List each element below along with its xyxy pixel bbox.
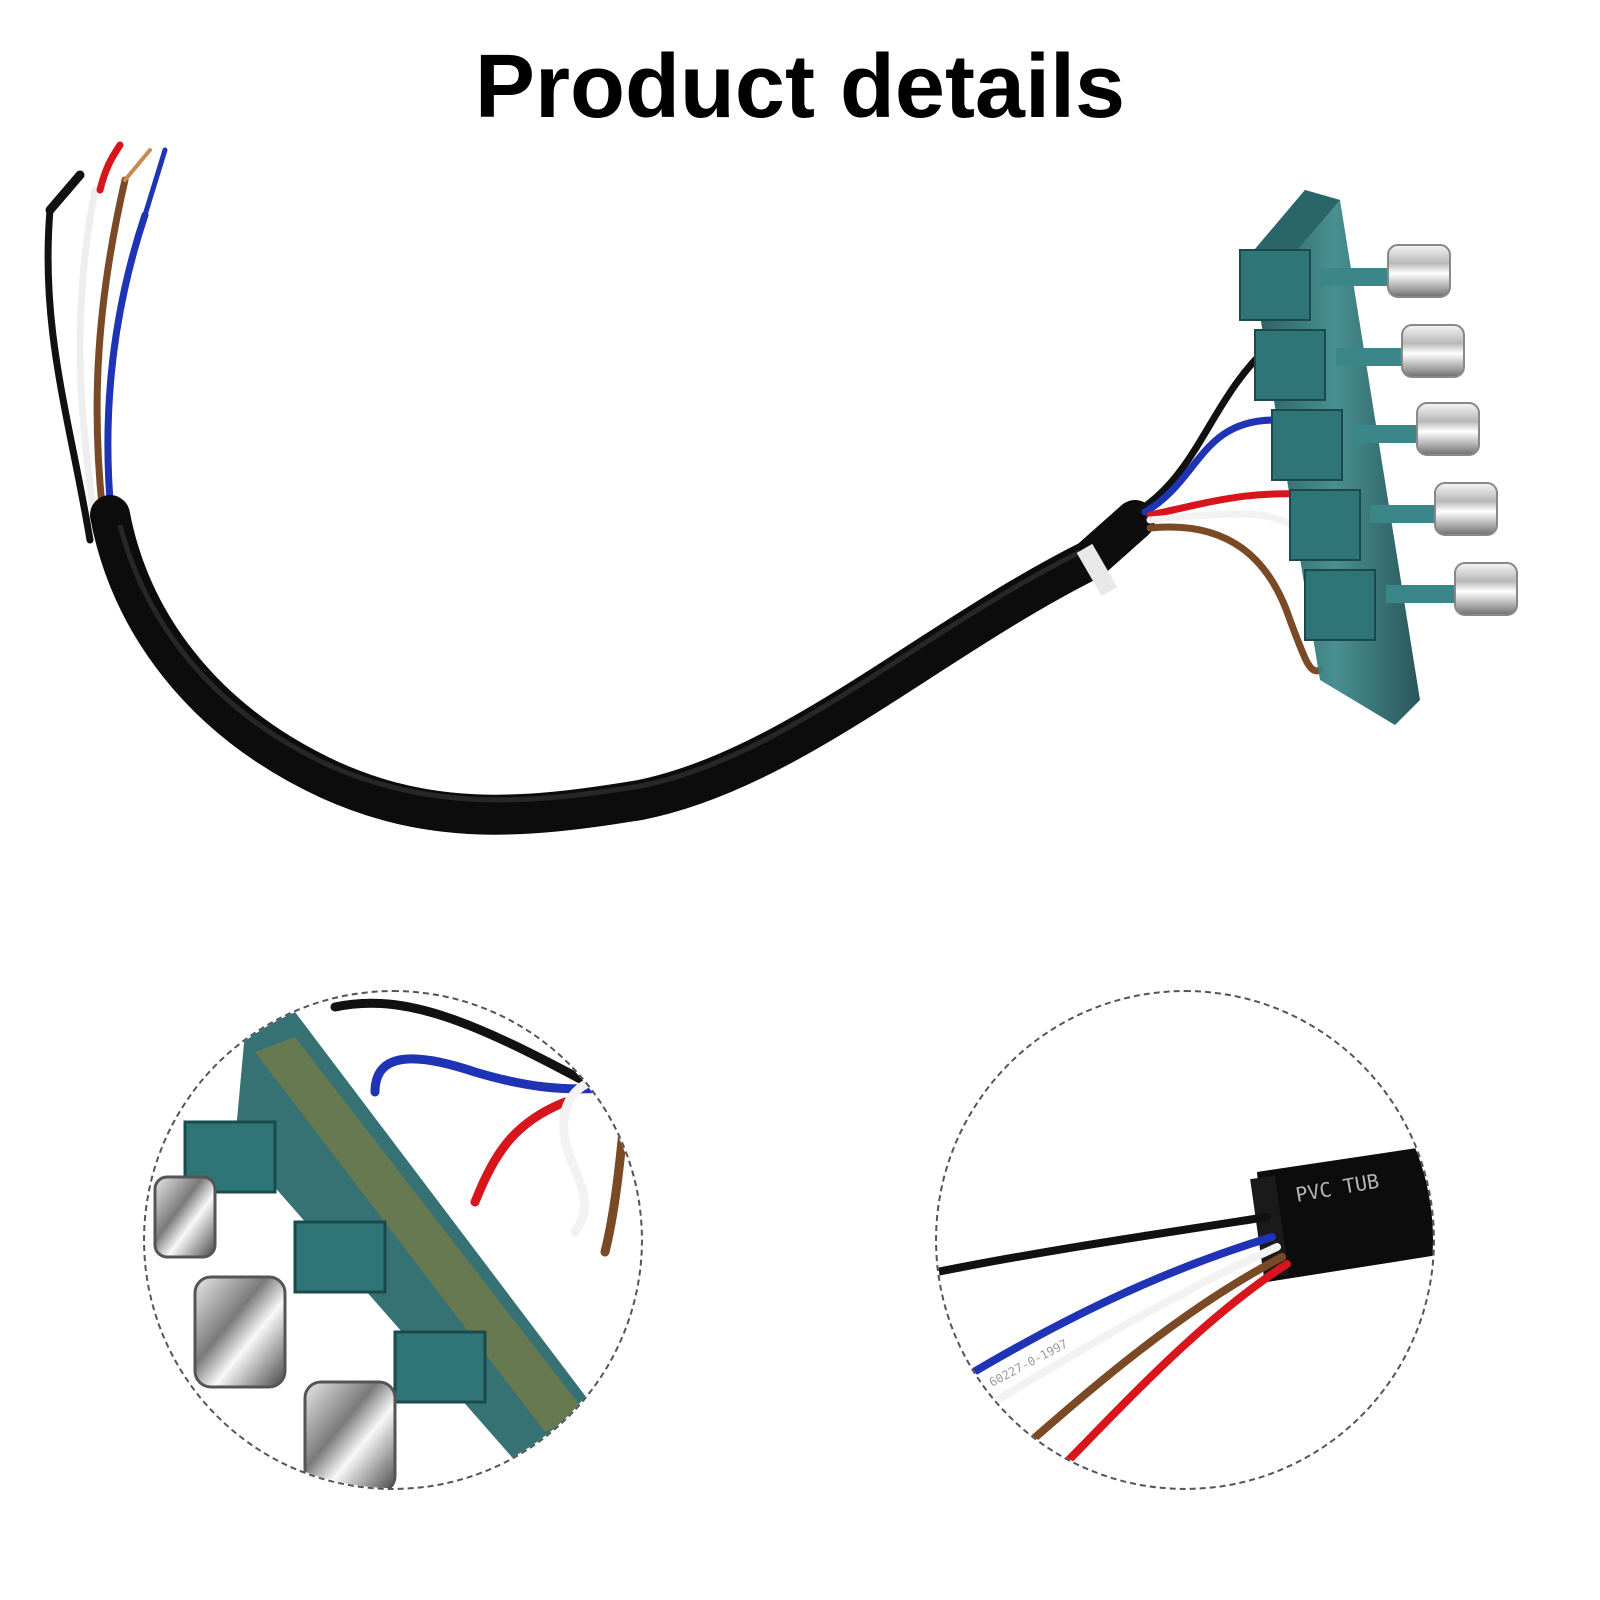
main-cable [90, 495, 1155, 835]
push-button-4 [1370, 482, 1498, 536]
push-button-1 [1320, 244, 1451, 298]
push-button-5 [1386, 562, 1518, 616]
loose-wire-ends [44, 141, 168, 544]
push-button-2 [1336, 324, 1465, 378]
detail-circle-cable: PVC TUB 60227-0-1997 [935, 990, 1435, 1490]
push-buttons [1320, 244, 1518, 616]
detail-push-buttons [153, 1175, 397, 1488]
page-title: Product details [474, 37, 1126, 137]
detail-circle-switch [143, 990, 643, 1490]
cable-tie [1076, 543, 1118, 597]
push-button-3 [1352, 402, 1480, 456]
switch-housing [1239, 190, 1420, 725]
